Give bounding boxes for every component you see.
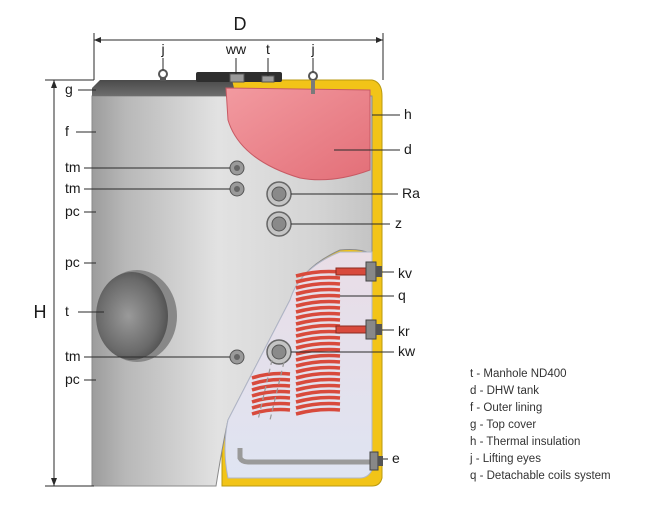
label-h: h (404, 106, 412, 122)
coil-winding (295, 389, 341, 398)
label-kr: kr (398, 323, 410, 339)
label-ra: Ra (402, 185, 420, 201)
label-t-manhole: t (65, 303, 69, 319)
coil-winding (295, 371, 341, 380)
coil-winding (295, 317, 341, 326)
top-cover (92, 80, 236, 96)
legend: t - Manhole ND400 d - DHW tank f - Outer… (470, 366, 660, 485)
dimension-d-label: D (234, 14, 247, 34)
coil-winding (251, 395, 291, 404)
label-kw: kw (398, 343, 416, 359)
coil-winding (295, 359, 341, 368)
label-j-right: j (310, 41, 314, 57)
legend-item: j - Lifting eyes (470, 453, 541, 465)
coil-winding (295, 341, 341, 350)
coil-winding (295, 401, 341, 410)
connection-ra (266, 181, 292, 207)
coil-winding (295, 281, 341, 290)
coil-winding (295, 335, 341, 344)
coil-winding (251, 371, 291, 380)
legend-item: t - Manhole ND400 (470, 368, 567, 380)
coil-winding (295, 305, 341, 314)
label-tm-2: tm (65, 180, 81, 196)
label-z: z (395, 215, 402, 231)
legend-item: h - Thermal insulation (470, 436, 581, 448)
kv-connection (335, 261, 382, 282)
sensor-pocket-3 (229, 349, 245, 365)
label-pc-2: pc (65, 254, 80, 270)
dhw-tank (225, 87, 371, 181)
legend-item: g - Top cover (470, 419, 537, 431)
label-ww: ww (225, 41, 247, 57)
label-g: g (65, 81, 73, 97)
coil-winding (295, 407, 341, 416)
coil-winding (295, 287, 341, 296)
label-t-top: t (266, 41, 270, 57)
coil-winding (295, 293, 341, 302)
kr-connection (335, 319, 382, 340)
dimension-h: H (34, 79, 94, 487)
sensor-pocket-1 (229, 160, 245, 176)
legend-item: d - DHW tank (470, 385, 540, 397)
label-e: e (392, 450, 400, 466)
coil-winding (251, 377, 291, 386)
label-f: f (65, 123, 69, 139)
manhole (96, 270, 177, 362)
coil-winding (295, 365, 341, 374)
drain-connection (237, 448, 383, 471)
label-tm-3: tm (65, 348, 81, 364)
coil-winding (295, 377, 341, 386)
dimension-h-label: H (34, 302, 47, 322)
coil-winding (295, 383, 341, 392)
sensor-pocket-2 (229, 181, 245, 197)
connection-z (266, 211, 292, 237)
coil-winding (295, 347, 341, 356)
ww-fitting (229, 73, 245, 83)
label-pc-1: pc (65, 203, 80, 219)
label-kv: kv (398, 265, 412, 281)
dimension-d: D (93, 14, 384, 80)
coil-winding (295, 311, 341, 320)
coil-winding (251, 383, 291, 392)
t-fitting (261, 75, 275, 83)
label-j-left: j (160, 41, 164, 57)
label-tm-1: tm (65, 159, 81, 175)
coil-winding (295, 353, 341, 362)
lifting-eye-left (158, 69, 168, 81)
coil-winding (251, 407, 291, 416)
coil-winding (295, 299, 341, 308)
label-d: d (404, 141, 412, 157)
coil-winding (295, 395, 341, 404)
coil-winding (251, 401, 291, 410)
coil-winding (295, 275, 341, 284)
legend-item: f - Outer lining (470, 402, 543, 414)
legend-item: q - Detachable coils system (470, 470, 611, 482)
label-pc-3: pc (65, 371, 80, 387)
coil-winding (251, 389, 291, 398)
label-q: q (398, 287, 406, 303)
